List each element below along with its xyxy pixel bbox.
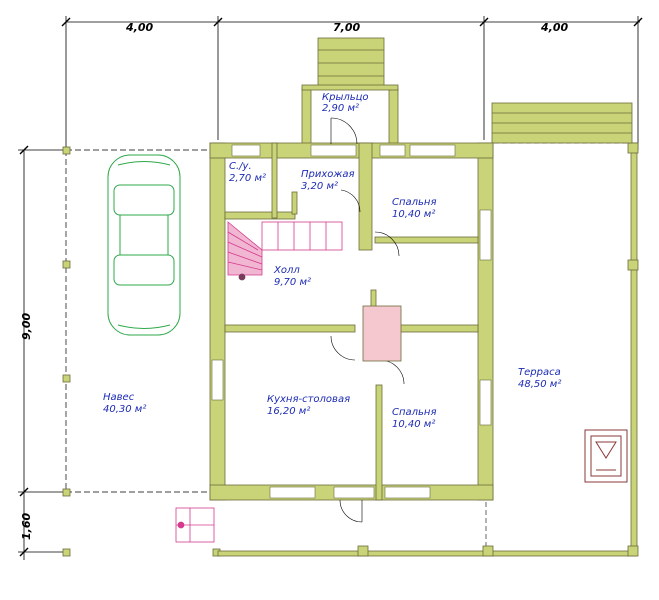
room-kitchen-name: Кухня-столовая — [267, 394, 350, 405]
dim-top-left: 4,00 — [125, 21, 153, 34]
bbq-icon — [584, 429, 628, 483]
room-hall-area: 9,70 м² — [274, 277, 311, 288]
room-bedroom-2-area: 10,40 м² — [392, 419, 435, 430]
room-hallway-name: Прихожая — [301, 169, 355, 180]
dim-top-middle: 7,00 — [333, 21, 360, 34]
room-wc-area: 2,70 м² — [229, 173, 266, 184]
room-hall-name: Холл — [273, 265, 300, 276]
porch-frame — [301, 84, 399, 145]
dim-left-bottom: 1,60 — [20, 513, 33, 540]
room-bedroom-1-area: 10,40 м² — [392, 209, 435, 220]
dim-left-main: 9,00 — [20, 313, 33, 340]
dim-top-right: 4,00 — [540, 21, 568, 34]
room-labels: Крыльцо 2,90 м² С./у. 2,70 м² Прихожая 3… — [103, 92, 561, 430]
room-carport-name: Навес — [103, 392, 135, 403]
carport-boundary — [65, 149, 210, 493]
room-porch-area: 2,90 м² — [322, 103, 359, 114]
stairs-icon — [227, 221, 343, 281]
room-terrace-area: 48,50 м² — [518, 379, 561, 390]
room-kitchen-area: 16,20 м² — [267, 406, 310, 417]
car-icon — [107, 154, 181, 336]
house-walls — [209, 142, 494, 501]
dimension-ticks — [19, 17, 643, 557]
bench-icon — [175, 507, 215, 543]
room-terrace-name: Терраса — [518, 367, 561, 378]
stove-icon — [362, 305, 402, 362]
room-hallway-area: 3,20 м² — [301, 181, 338, 192]
carport-posts — [62, 146, 221, 557]
room-porch-name: Крыльцо — [322, 92, 369, 103]
room-wc-name: С./у. — [229, 161, 252, 172]
room-carport-area: 40,30 м² — [103, 404, 146, 415]
room-bedroom-1-name: Спальня — [392, 197, 437, 208]
room-bedroom-2-name: Спальня — [392, 407, 437, 418]
terrace-steps-icon — [491, 102, 633, 144]
openings — [211, 144, 492, 499]
porch-steps-icon — [317, 37, 385, 89]
